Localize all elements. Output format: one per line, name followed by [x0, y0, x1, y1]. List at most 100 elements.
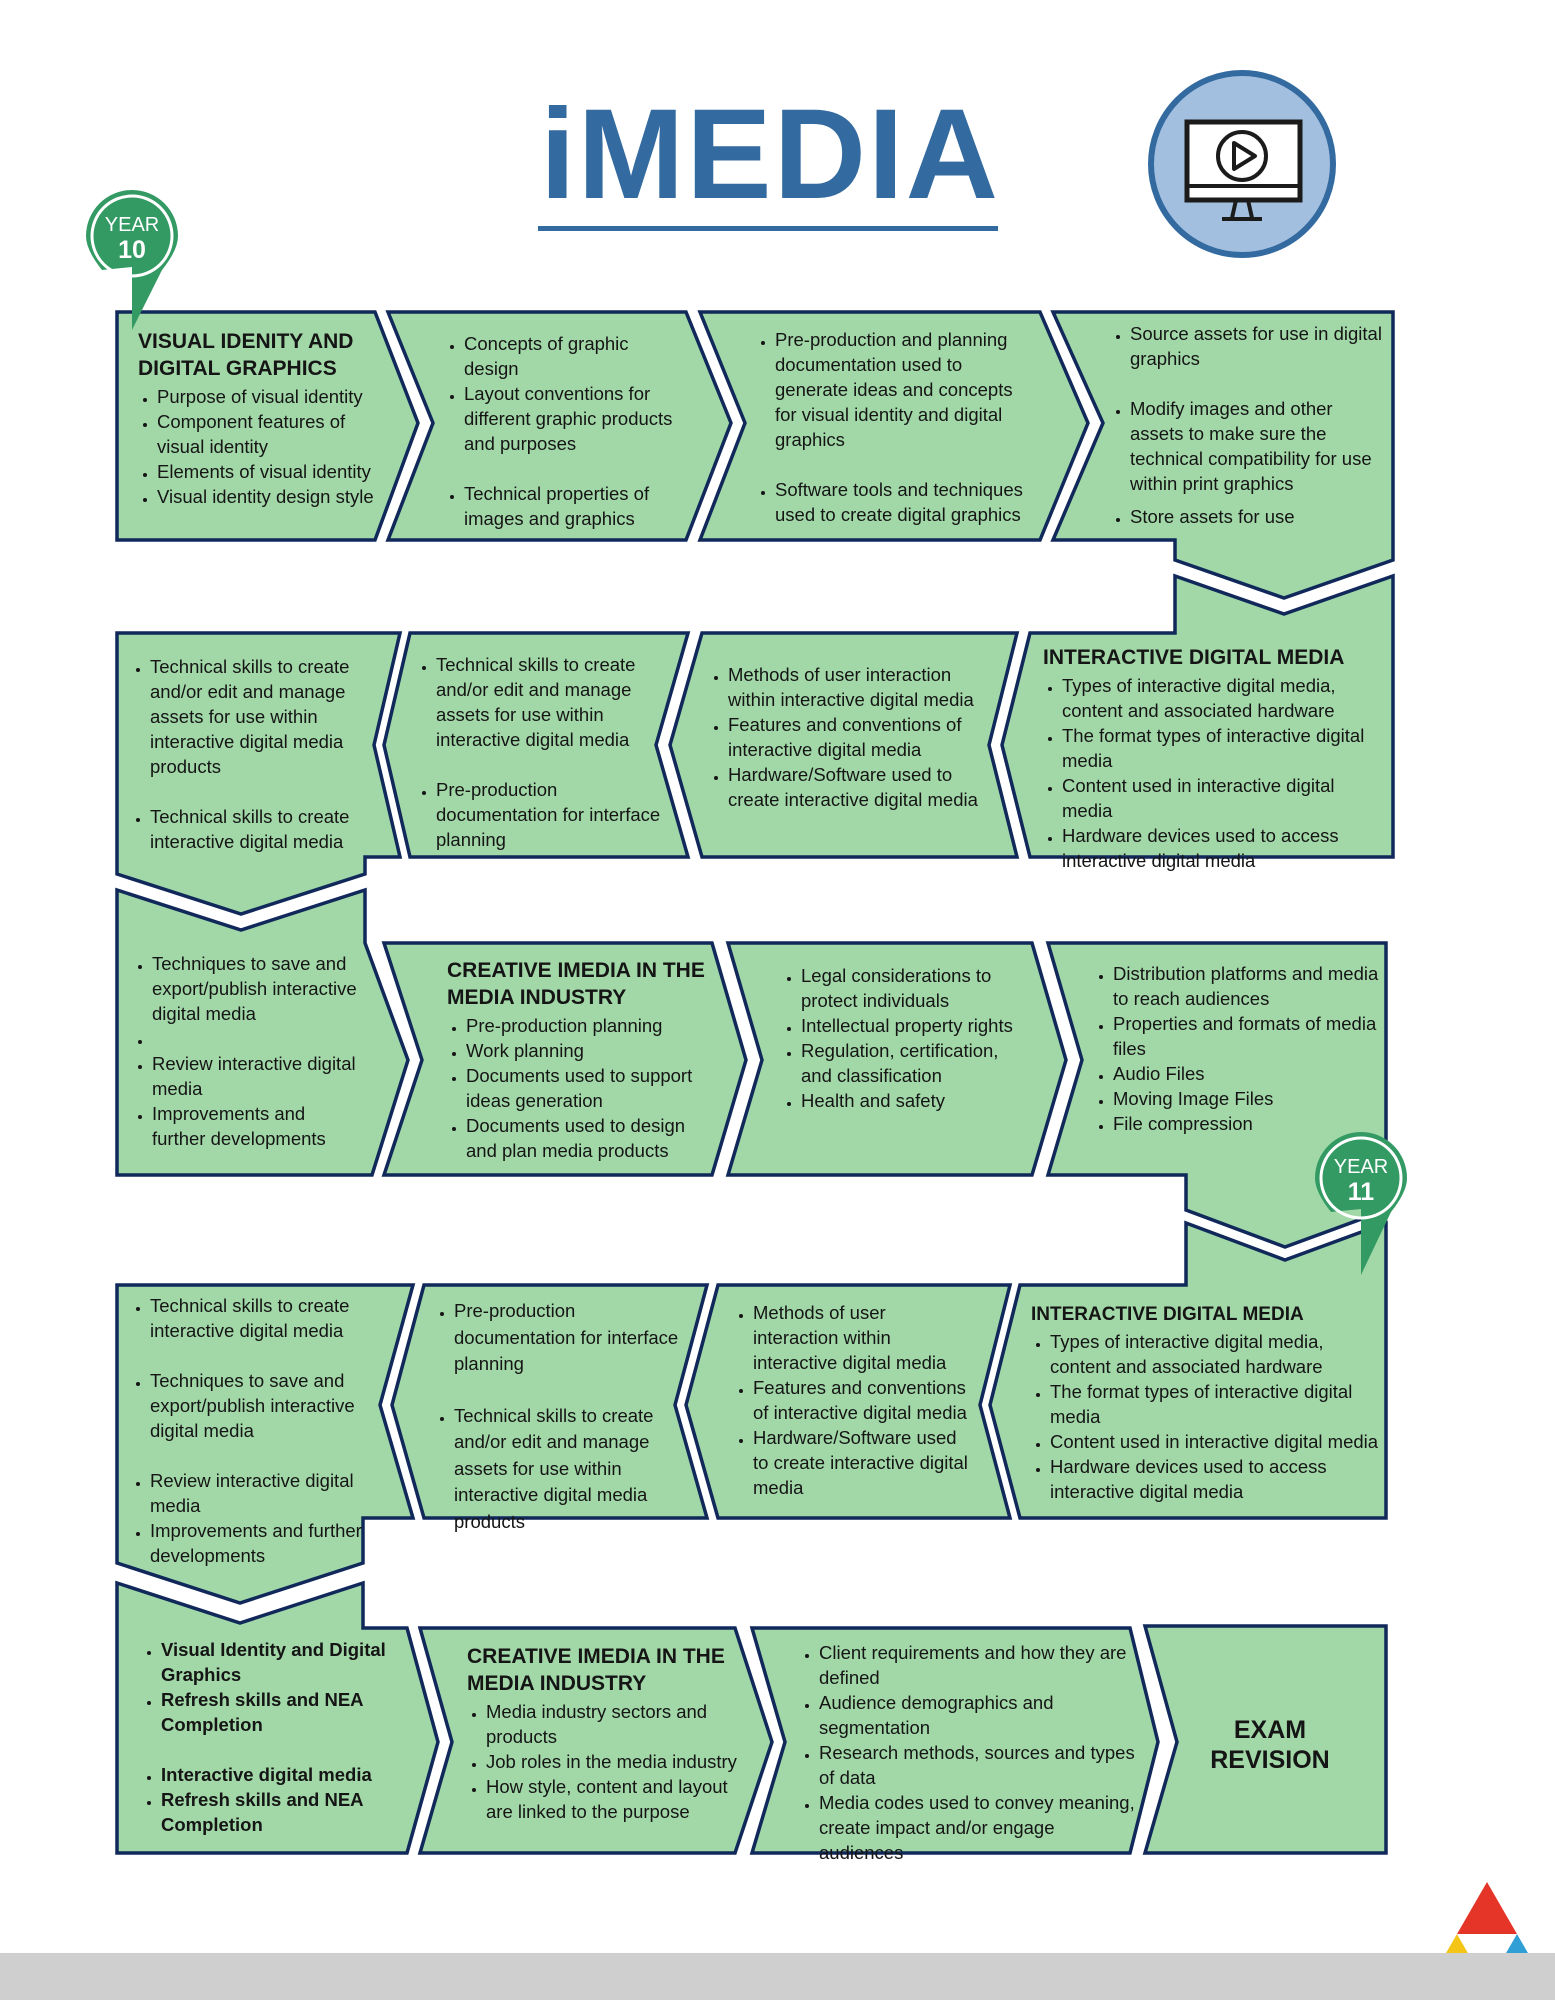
list-item: Features and conventions of interactive …	[728, 712, 994, 762]
list-item: Legal considerations to protect individu…	[801, 963, 1032, 1013]
list-item: Regulation, certification, and classific…	[801, 1038, 1032, 1088]
list-item: Technical properties of images and graph…	[464, 481, 685, 531]
box-client-requirements: Client requirements and how they are def…	[800, 1640, 1135, 1865]
list-item: Technical skills to create and/or edit a…	[436, 652, 673, 752]
box-r4-3	[390, 1283, 710, 1520]
list-item: Technical skills to create interactive d…	[150, 1293, 371, 1343]
box-interactive-digital-media: INTERACTIVE DIGITAL MEDIA Types of inter…	[1043, 644, 1388, 873]
map-pin-icon	[1315, 1132, 1407, 1275]
list-item: Hardware/Software used to create interac…	[728, 762, 994, 812]
list-item: Distribution platforms and media to reac…	[1113, 961, 1384, 1011]
list-item: Technical skills to create interactive d…	[150, 804, 367, 854]
list-item: Audience demographics and segmentation	[819, 1690, 1135, 1740]
list-item: Visual Identity and Digital Graphics	[161, 1637, 392, 1687]
box-visual-identity: VISUAL IDENITY AND DIGITAL GRAPHICS Purp…	[138, 328, 378, 509]
list-item: Interactive digital media	[161, 1762, 392, 1787]
box-title: CREATIVE IMEDIA IN THE MEDIA INDUSTRY	[447, 959, 705, 1009]
list-item: Pre-production documentation for interfa…	[454, 1298, 695, 1378]
list-item: Content used in interactive digital medi…	[1050, 1429, 1381, 1454]
year-11-marker: YEAR 11	[1331, 1156, 1391, 1206]
box-creative-imedia-y11: CREATIVE IMEDIA IN THE MEDIA INDUSTRY Me…	[467, 1643, 737, 1824]
box-title: CREATIVE IMEDIA IN THE MEDIA INDUSTRY	[467, 1645, 725, 1695]
list-item: Concepts of graphic design	[464, 331, 685, 381]
box-r5-4	[1142, 1624, 1388, 1855]
box-r3-1	[115, 887, 410, 1177]
list-item: Media industry sectors and products	[486, 1699, 737, 1749]
page-title: iMEDIA	[540, 83, 1000, 226]
box-title: INTERACTIVE DIGITAL MEDIA	[1043, 646, 1345, 669]
box-technical-skills-create: Technical skills to create and/or edit a…	[131, 654, 367, 854]
list-item: Hardware/Software used to create interac…	[753, 1425, 974, 1500]
marker-number: 11	[1347, 1178, 1375, 1206]
box-graphic-design: Concepts of graphic design Layout conven…	[445, 331, 685, 531]
box-source-assets: Source assets for use in digital graphic…	[1111, 321, 1383, 529]
list-item: Techniques to save and export/publish in…	[152, 951, 363, 1026]
list-item: Review interactive digital media	[150, 1468, 371, 1518]
list-item: Audio Files	[1113, 1061, 1384, 1086]
list-item: Moving Image Files	[1113, 1086, 1384, 1111]
list-item: Methods of user interaction within inter…	[728, 662, 994, 712]
list-item: Hardware devices used to access interact…	[1050, 1454, 1381, 1504]
list-item: Technical skills to create and/or edit a…	[150, 654, 367, 779]
list-item: Documents used to support ideas generati…	[466, 1063, 712, 1113]
list-item: Techniques to save and export/publish in…	[150, 1368, 371, 1443]
list-item: Intellectual property rights	[801, 1013, 1032, 1038]
box-title: VISUAL IDENITY AND DIGITAL GRAPHICS	[138, 330, 354, 380]
list-item: The format types of interactive digital …	[1062, 723, 1388, 773]
box-technical-skills-assets: Technical skills to create and/or edit a…	[417, 652, 673, 852]
list-item: Pre-production documentation for interfa…	[436, 777, 673, 852]
box-user-interaction: Methods of user interaction within inter…	[709, 662, 994, 812]
list-item: Content used in interactive digital medi…	[1062, 773, 1388, 823]
box-exam-revision: EXAM REVISION	[1185, 1700, 1355, 1790]
box-r3-4	[1045, 941, 1388, 1249]
list-item: Job roles in the media industry	[486, 1749, 737, 1774]
list-item: Modify images and other assets to make s…	[1130, 396, 1383, 496]
map-pin-icon	[86, 190, 178, 330]
marker-number: 10	[118, 236, 146, 264]
list-item: Layout conventions for different graphic…	[464, 381, 685, 456]
list-item: Software tools and techniques used to cr…	[775, 477, 1036, 527]
list-item: Improvements and further developments	[152, 1101, 363, 1151]
box-r3-3	[725, 941, 1068, 1177]
box-r4-1	[988, 1220, 1388, 1520]
list-item: Component features of visual identity	[157, 409, 378, 459]
box-title: EXAM REVISION	[1210, 1716, 1330, 1774]
list-item: Pre-production planning	[466, 1013, 712, 1038]
list-item: Hardware devices used to access interact…	[1062, 823, 1388, 873]
box-r3-2	[381, 941, 748, 1177]
list-item: How style, content and layout are linked…	[486, 1774, 737, 1824]
box-refresh-skills: Visual Identity and Digital Graphics Ref…	[142, 1637, 392, 1837]
list-item: Refresh skills and NEA Completion	[161, 1687, 392, 1737]
title-underline	[538, 226, 998, 231]
list-item: Visual identity design style	[157, 484, 378, 509]
list-item: Technical skills to create and/or edit a…	[454, 1403, 695, 1536]
list-item: Properties and formats of media files	[1113, 1011, 1384, 1061]
box-r2-1	[1000, 573, 1395, 859]
marker-label: YEAR	[104, 214, 160, 236]
box-title: INTERACTIVE DIGITAL MEDIA	[1031, 1304, 1304, 1325]
box-pre-production-graphics: Pre-production and planning documentatio…	[756, 327, 1036, 527]
list-item: File compression	[1113, 1111, 1384, 1136]
list-item: Media codes used to convey meaning, crea…	[819, 1790, 1135, 1865]
box-save-export: Techniques to save and export/publish in…	[133, 951, 363, 1151]
list-item: Pre-production and planning documentatio…	[775, 327, 1036, 452]
box-r5-1	[115, 1580, 440, 1855]
list-item: Work planning	[466, 1038, 712, 1063]
list-item: Refresh skills and NEA Completion	[161, 1787, 392, 1837]
box-distribution: Distribution platforms and media to reac…	[1094, 961, 1384, 1136]
list-item: Client requirements and how they are def…	[819, 1640, 1135, 1690]
box-interactive-digital-media-y11: INTERACTIVE DIGITAL MEDIA Types of inter…	[1031, 1302, 1381, 1504]
box-r5-2	[417, 1626, 774, 1855]
box-r2-3	[382, 631, 691, 859]
box-r1-4	[1050, 310, 1395, 600]
box-r1-3	[697, 310, 1090, 542]
list-item: Review interactive digital media	[152, 1051, 363, 1101]
footer-bar	[0, 1953, 1555, 2000]
box-r4-2	[684, 1283, 1013, 1520]
list-item: Features and conventions of interactive …	[753, 1375, 974, 1425]
box-legal: Legal considerations to protect individu…	[782, 963, 1032, 1113]
box-r2-2	[668, 631, 1020, 859]
list-item: Types of interactive digital media, cont…	[1050, 1329, 1381, 1379]
monitor-play-icon	[1148, 70, 1336, 258]
